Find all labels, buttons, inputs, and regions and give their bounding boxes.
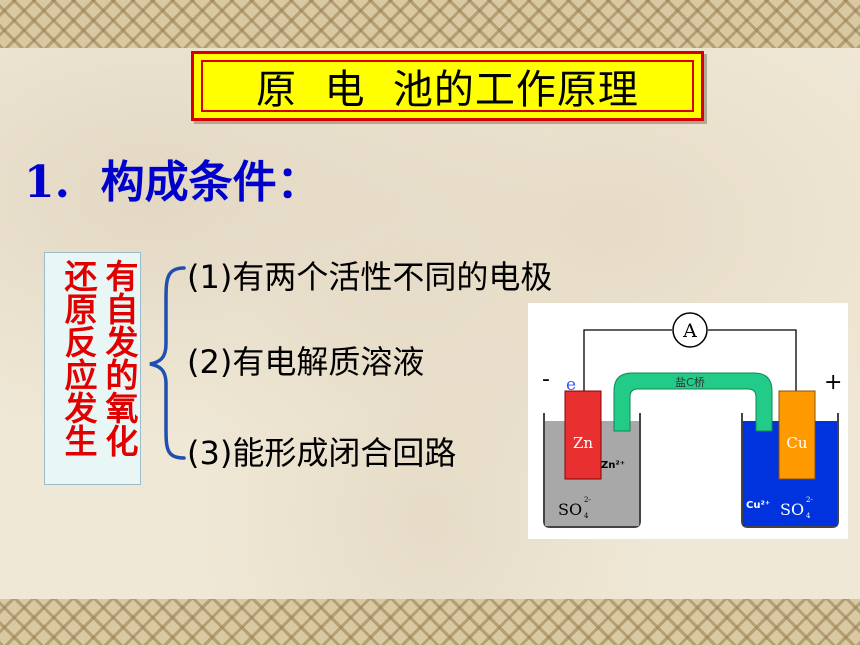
curly-brace (149, 266, 186, 460)
copper-electrode (778, 390, 816, 480)
negative-sign: - (542, 367, 550, 392)
right-sulfate-superscript: 2- (806, 496, 813, 504)
slide-title: 原 电 池的工作原理 (256, 67, 639, 113)
title-box: 原 电 池的工作原理 (191, 51, 704, 121)
right-sulfate-subscript: 4 (806, 512, 811, 520)
right-sulfate-label: SO (780, 500, 804, 519)
salt-bridge (613, 372, 773, 432)
condition-item-2: (2)有电解质溶液 (187, 343, 425, 381)
side-label-column-left: 还原反应发生 (59, 259, 98, 457)
zinc-electrode (564, 390, 602, 480)
ammeter-icon (672, 312, 708, 348)
salt-bridge-label: 盐C桥 (675, 376, 705, 389)
electron-label: e (566, 375, 576, 395)
side-label-column-right: 有自发的氧化 (100, 259, 139, 457)
positive-sign: + (824, 370, 842, 395)
title-inner-frame: 原 电 池的工作原理 (201, 60, 694, 113)
wire-right (708, 329, 797, 391)
ammeter-label: A (682, 320, 697, 342)
top-decorative-border (0, 0, 860, 48)
left-beaker (543, 413, 641, 528)
condition-item-3: (3)能形成闭合回路 (187, 434, 457, 472)
right-beaker (741, 413, 839, 528)
left-sulfate-superscript: 2- (584, 496, 591, 504)
copper-label: Cu (786, 434, 807, 452)
zinc-label: Zn (573, 434, 593, 452)
bottom-decorative-border (0, 599, 860, 645)
left-sulfate-subscript: 4 (584, 512, 589, 520)
condition-item-1: (1)有两个活性不同的电极 (187, 258, 553, 296)
section-heading: 1. 构成条件： (24, 157, 321, 208)
galvanic-cell-diagram: A - + e 盐C桥 Zn Cu Zn²⁺ SO 4 2- Cu²⁺ SO 4… (528, 303, 848, 539)
copper-ion-label: Cu²⁺ (746, 500, 770, 511)
zinc-ion-label: Zn²⁺ (601, 460, 625, 471)
side-label-box: 有自发的氧化 还原反应发生 (44, 252, 141, 485)
left-sulfate-label: SO (558, 500, 582, 519)
wire-left (583, 329, 672, 391)
